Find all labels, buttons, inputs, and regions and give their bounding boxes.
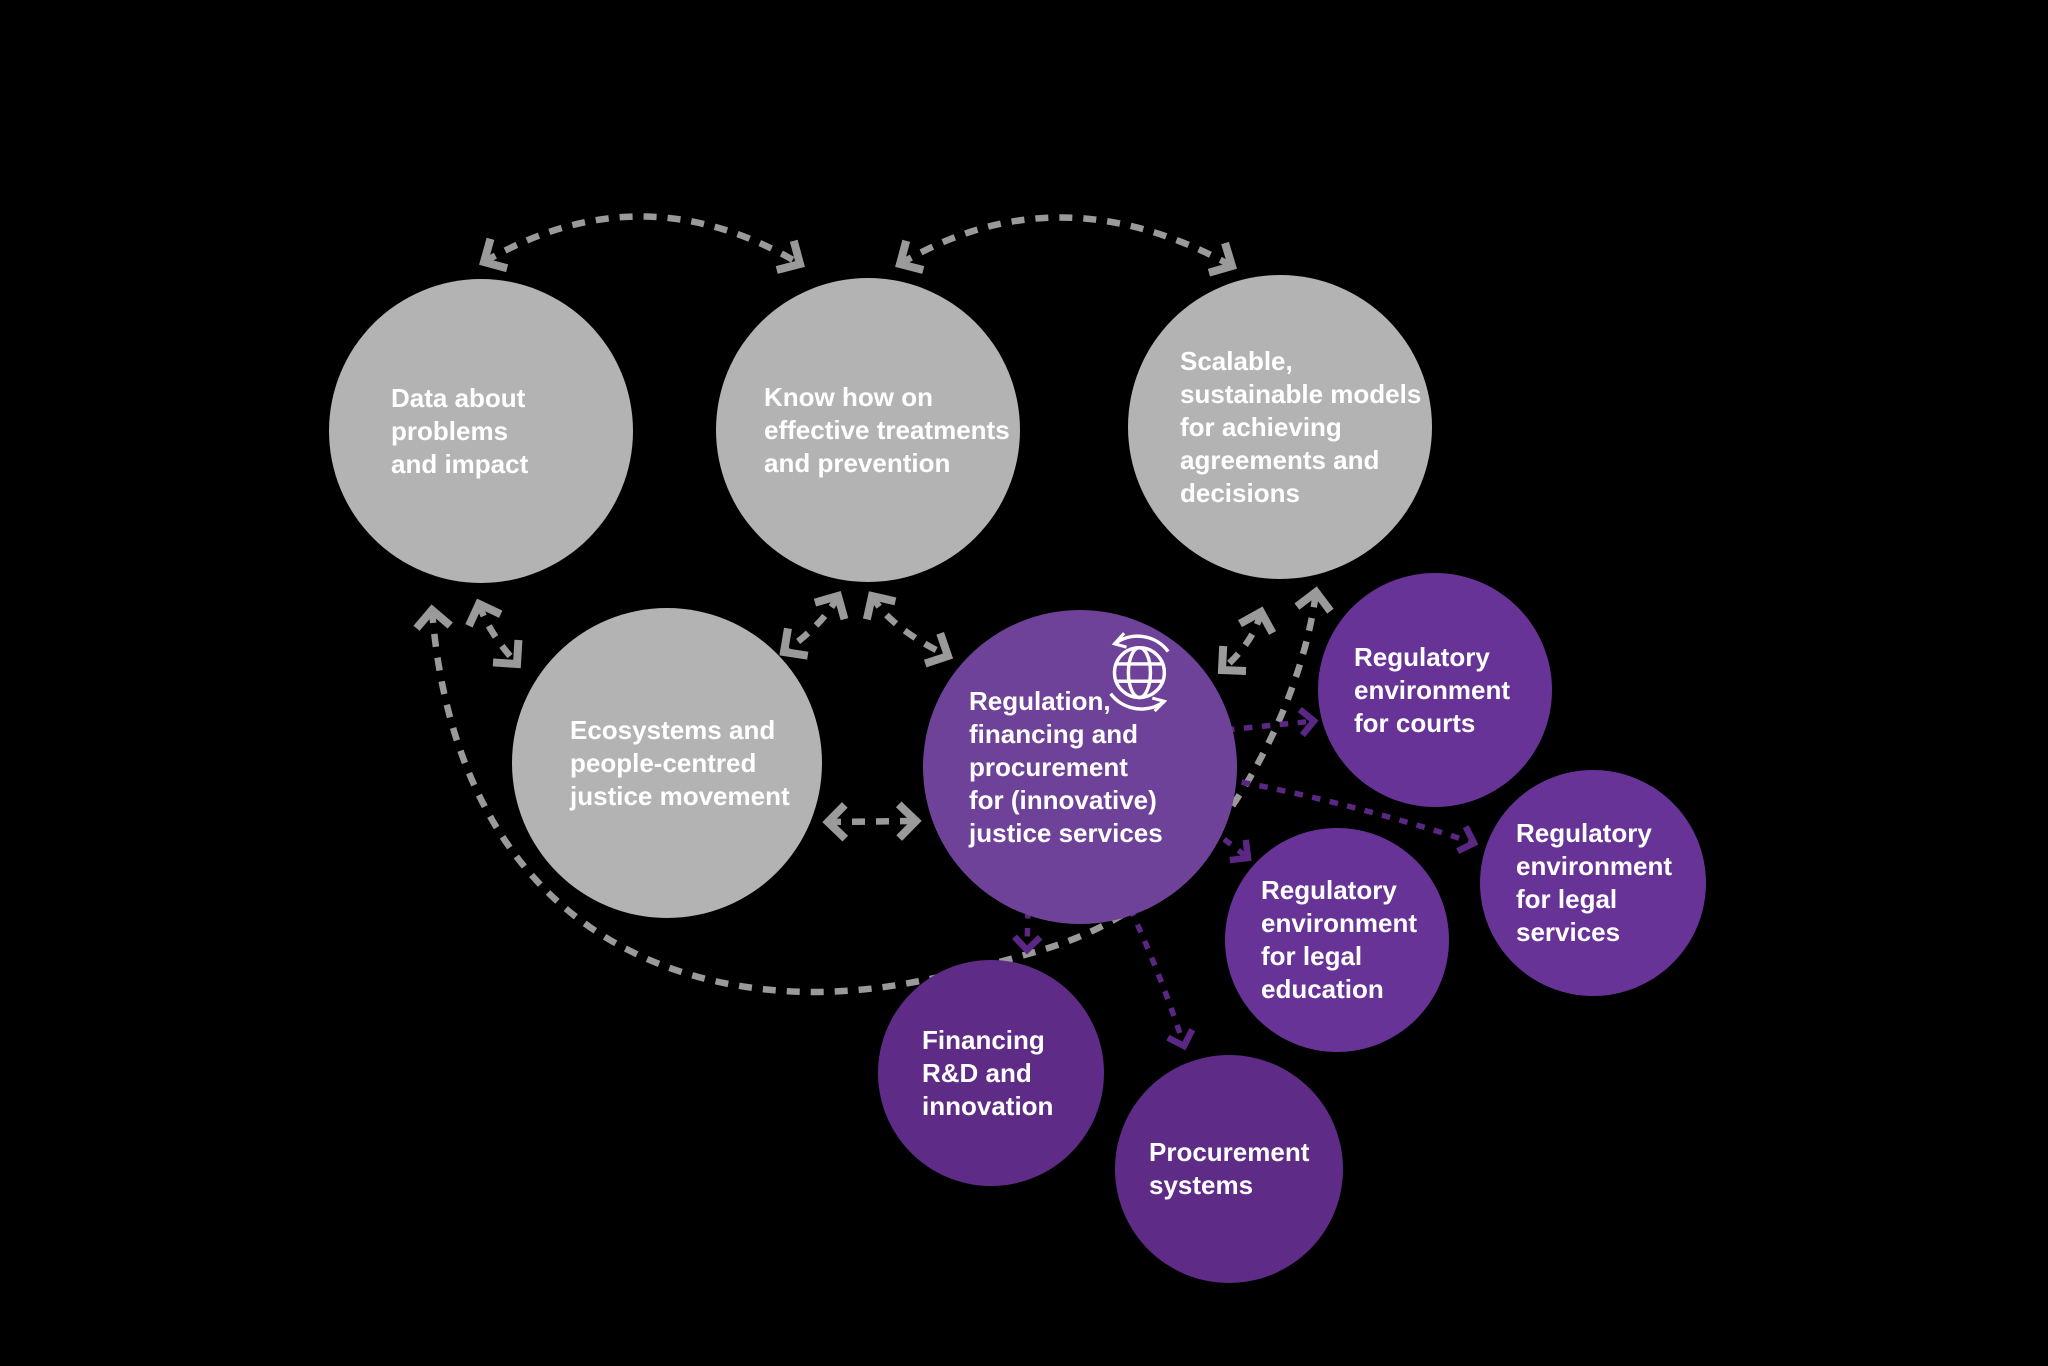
arrowhead-data-knowhow (775, 239, 805, 274)
arrowhead-regulation-courts (1297, 707, 1319, 738)
node-regulatory-legal-services-label: Regulatory environment for legal service… (1516, 818, 1673, 947)
arrowhead-scalable-regulation (1217, 645, 1247, 675)
arrowhead-knowhow-regulation (862, 591, 897, 621)
arrowhead-scalable-regulation (1238, 606, 1277, 635)
arrowhead-data-knowhow (479, 237, 509, 273)
node-regulatory-courts-label: Regulatory environment for courts (1354, 641, 1511, 738)
edge-regulation-financing-rd (1024, 909, 1031, 951)
arrowhead-ecosystems-regulation (895, 801, 922, 841)
arrowhead-data-scalable (413, 604, 453, 631)
arrowhead-regulation-legal-services (1456, 825, 1479, 855)
arrowhead-data-scalable (1294, 586, 1334, 614)
node-data-label: Data about problems and impact (391, 382, 529, 479)
node-ecosystems: Ecosystems and people-centred justice mo… (512, 608, 822, 918)
arrowhead-knowhow-scalable (895, 239, 925, 274)
globe-cycle-icon (1109, 632, 1170, 713)
node-data-about-problems: Data about problems and impact (329, 279, 633, 583)
edge-regulation-procurement (1127, 906, 1187, 1047)
node-procurement-systems-label: Procurement systems (1149, 1137, 1310, 1200)
arrowhead-data-ecosystems (465, 598, 503, 628)
node-regulation-financing-procurement: Regulation, financing and procurement fo… (923, 610, 1237, 924)
node-financing-rd: Financing R&D and innovation (878, 960, 1104, 1186)
node-regulatory-legal-services: Regulatory environment for legal service… (1480, 770, 1706, 996)
node-procurement-systems: Procurement systems (1115, 1055, 1343, 1283)
arrowhead-knowhow-ecosystems (813, 591, 849, 621)
node-regulatory-legal-education: Regulatory environment for legal educati… (1225, 828, 1449, 1052)
edge-knowhow-scalable (898, 214, 1234, 269)
node-scalable-models: Scalable, sustainable models for achievi… (1128, 275, 1432, 579)
edge-ecosystems-regulation (827, 817, 917, 826)
edge-data-knowhow (482, 213, 802, 267)
edge-knowhow-regulation (869, 594, 950, 659)
node-regulation-label: Regulation, financing and procurement fo… (969, 685, 1163, 848)
edge-scalable-regulation (1219, 611, 1265, 673)
arrowhead-ecosystems-regulation (822, 802, 849, 842)
edge-knowhow-ecosystems (782, 594, 841, 655)
node-regulatory-legal-education-label: Regulatory environment for legal educati… (1261, 875, 1418, 1004)
node-know-how-label: Know how on effective treatments and pre… (764, 381, 1010, 478)
node-scalable-models-label: Scalable, sustainable models for achievi… (1180, 345, 1422, 508)
arrowhead-knowhow-scalable (1207, 241, 1238, 277)
node-know-how: Know how on effective treatments and pre… (716, 278, 1020, 582)
arrowhead-regulation-legal-education (1229, 839, 1252, 864)
node-ecosystems-label: Ecosystems and people-centred justice mo… (570, 714, 790, 811)
arrowhead-regulation-financing-rd (1012, 934, 1043, 955)
node-regulatory-courts: Regulatory environment for courts (1318, 573, 1552, 807)
node-financing-rd-label: Financing R&D and innovation (922, 1024, 1054, 1121)
arrowhead-regulation-procurement (1166, 1028, 1196, 1051)
arrowhead-data-ecosystems (492, 639, 523, 669)
arrowhead-knowhow-regulation (923, 632, 954, 668)
edge-regulation-courts (1225, 718, 1315, 733)
arrowhead-knowhow-ecosystems (779, 627, 809, 660)
